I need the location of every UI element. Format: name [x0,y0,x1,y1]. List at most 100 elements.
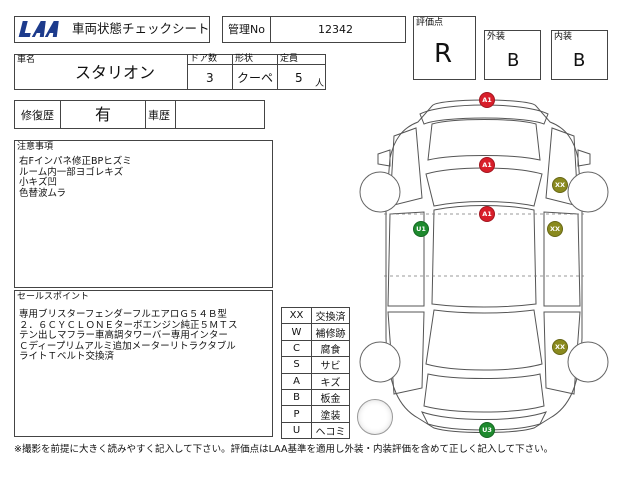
damage-marker-label: XX [554,181,566,189]
history-divider-1 [60,100,61,129]
damage-marker-right-door: XX [547,221,563,237]
history-divider-3 [175,100,176,129]
damage-marker-hood: A1 [479,157,495,173]
legend-desc: 腐食 [311,339,350,358]
damage-marker-label: A1 [482,96,492,104]
damage-marker-label: U1 [416,225,426,233]
sales-points-text: 専用ブリスターフェンダーフルエアロＧ５４Ｂ型 ２．６ＣＹＣＬＯＮＥターボエンジン… [19,309,238,363]
remarks-text: 右Fインパネ修正BPヒズミ ルーム内一部ヨゴレキズ 小キズ凹 色替波ムラ [19,156,132,199]
doors-value: 3 [206,71,214,85]
model-label: 車名 [17,55,36,65]
car-body-outline [385,99,583,433]
vehicle-info-label-row-line [187,64,326,65]
body-type-value: クーペ [237,71,274,85]
spare-tire [357,399,393,435]
legend-code: XX [281,306,312,325]
car-damage-diagram [359,99,609,433]
exterior-grade-value: B [507,50,520,71]
car-history-label: 車歴 [148,109,170,122]
right-mirror [577,149,591,167]
left-mirror [377,149,391,167]
interior-grade-value: B [573,50,586,71]
vehicle-info-box [14,54,326,90]
overall-grade-box [413,16,476,80]
damage-marker-left-door: U1 [413,221,429,237]
header-title-box [14,16,210,43]
doors-label: ドア数 [190,54,218,64]
capacity-value: 5 [295,71,303,85]
repair-history-label: 修復歴 [21,109,54,122]
damage-marker-right-fender: XX [552,177,568,193]
remarks-box [14,140,273,288]
sales-point-line: ２．６ＣＹＣＬＯＮＥターボエンジン純正５ＭＴス [19,319,238,331]
sheet-title: 車両状態チェックシート [72,21,210,36]
legend-desc: 交換済 [311,306,350,325]
left-door [387,211,425,307]
sales-point-line: ライトＴベルト交換済 [19,351,115,362]
legend-desc: キズ [311,372,350,390]
damage-marker-windshield: A1 [479,206,495,222]
exterior-grade-box [484,30,541,80]
damage-marker-right-rear-quarter: XX [552,339,568,355]
right-front-wheel [567,171,609,213]
legend-code: C [281,339,312,358]
legend-code: S [281,356,312,374]
damage-marker-label: U3 [482,426,492,434]
laa-logo [17,20,63,40]
legend-desc: ヘコミ [311,421,350,440]
legend-desc: 塗装 [311,405,350,423]
legend-code: A [281,372,312,390]
sales-point-line: Ｃディープリムアルミ追加メーターリトラクタブル [19,340,236,352]
right-door [543,211,581,307]
left-front-wheel [359,171,401,213]
trunk-panel [423,373,545,413]
management-no-value: 12342 [318,23,353,36]
body-type-label: 形状 [235,54,254,64]
remarks-line: 色替波ムラ [19,187,67,199]
overall-grade-label: 評価点 [416,18,444,28]
remarks-line: ルーム内一部ヨゴレキズ [19,166,124,178]
roof-panel [431,205,537,308]
damage-marker-label: A1 [482,161,492,169]
management-no-divider [270,16,271,43]
sales-points-box [14,290,273,437]
repair-history-value: 有 [95,105,112,124]
windshield [425,167,543,207]
laa-logo-icon [18,21,59,37]
management-no-label: 管理No [228,23,265,36]
front-bumper [419,104,549,125]
exterior-grade-label: 外装 [487,32,506,42]
legend-code: P [281,405,312,423]
vehicle-info-divider-3 [277,54,278,90]
damage-marker-label: XX [549,225,561,233]
model-value: スタリオン [75,63,156,82]
legend-desc: 板金 [311,388,350,407]
overall-grade-value: R [434,39,453,69]
legend-desc: サビ [311,356,350,374]
vehicle-info-divider-1 [187,54,188,90]
interior-grade-box [551,30,608,80]
left-rear-wheel [359,341,401,383]
capacity-label: 定員 [280,54,299,64]
legend-code: U [281,421,312,440]
management-no-box [222,16,406,43]
capacity-unit: 人 [315,79,325,89]
legend-desc: 補修跡 [311,323,350,341]
right-rear-wheel [567,341,609,383]
sales-point-line: テン出しマフラー車高調タワーバー専用インター [19,330,228,341]
damage-marker-label: XX [554,343,566,351]
interior-grade-label: 内装 [554,32,573,42]
footer-note: ※撮影を前提に大きく読みやすく記入して下さい。評価点はLAA基準を適用し外装・内… [14,444,554,455]
hood-panel [427,119,541,161]
rear-bumper [420,411,548,431]
damage-marker-rear-bumper: U3 [479,422,495,438]
sales-point-line: 専用ブリスターフェンダーフルエアロＧ５４Ｂ型 [19,309,227,320]
sales-points-label: セールスポイント [17,292,90,302]
